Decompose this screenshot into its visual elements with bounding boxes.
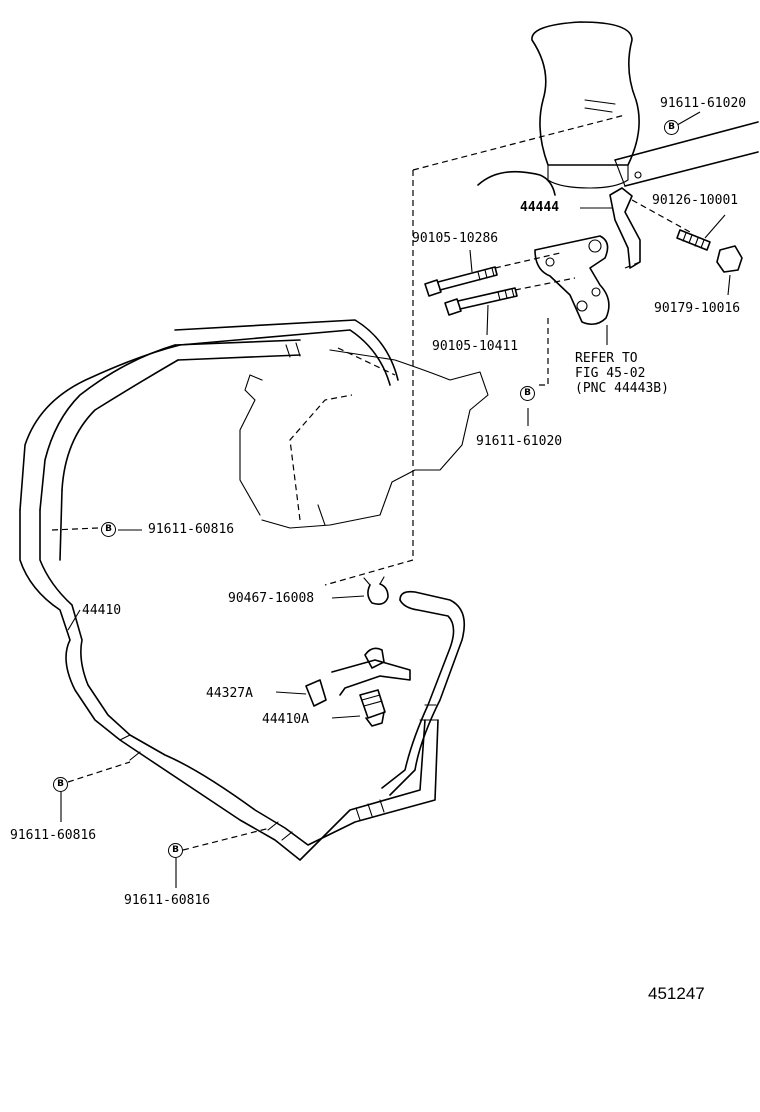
bolt-90105-10411	[444, 287, 518, 316]
frame-rail	[614, 121, 759, 187]
part-label-90179-10016: 90179-10016	[654, 301, 741, 316]
part-label-90467-16008: 90467-16008	[228, 591, 315, 606]
reference-line-3: (PNC 44443B)	[575, 381, 669, 396]
part-label-44410A: 44410A	[262, 712, 309, 727]
part-label-90105-10411: 90105-10411	[432, 339, 519, 354]
marker-b-lower-left: B	[53, 777, 68, 792]
pump-body	[239, 170, 556, 529]
figure-number: 451247	[648, 984, 705, 1003]
stud-bolt-90126	[676, 229, 711, 251]
hose-clamp-90467	[363, 576, 389, 605]
marker-b-upper-left: B	[101, 522, 116, 537]
part-label-90126-10001: 90126-10001	[652, 193, 739, 208]
bracket-44444	[609, 187, 641, 269]
part-label-91611-60816-a: 91611-60816	[148, 522, 235, 537]
part-label-91611-61020-mid: 91611-61020	[476, 434, 563, 449]
part-label-90105-10286: 90105-10286	[412, 231, 499, 246]
bolt-90105-10286	[424, 266, 498, 297]
dashed-leaders	[51, 114, 691, 851]
pressure-hose-44410	[19, 319, 439, 861]
marker-b-top: B	[664, 120, 679, 135]
part-label-44410: 44410	[82, 603, 122, 618]
return-hose	[381, 590, 466, 796]
marker-b-bottom: B	[168, 843, 183, 858]
reservoir-tank	[531, 21, 640, 189]
solid-leaders	[60, 111, 731, 888]
part-label-91611-60816-b: 91611-60816	[10, 828, 97, 843]
part-label-91611-60816-c: 91611-60816	[124, 893, 211, 908]
part-label-44444: 44444	[520, 200, 560, 215]
fitting-44327A	[305, 647, 411, 707]
marker-b-mid: B	[520, 386, 535, 401]
reference-line-1: REFER TO	[575, 351, 638, 366]
nut-90179	[716, 245, 743, 273]
fitting-44410A	[359, 689, 386, 727]
pump-mounting-bracket	[534, 235, 610, 326]
part-label-44327A: 44327A	[206, 686, 253, 701]
reference-line-2: FIG 45-02	[575, 366, 646, 381]
part-label-91611-61020-top: 91611-61020	[660, 96, 747, 111]
